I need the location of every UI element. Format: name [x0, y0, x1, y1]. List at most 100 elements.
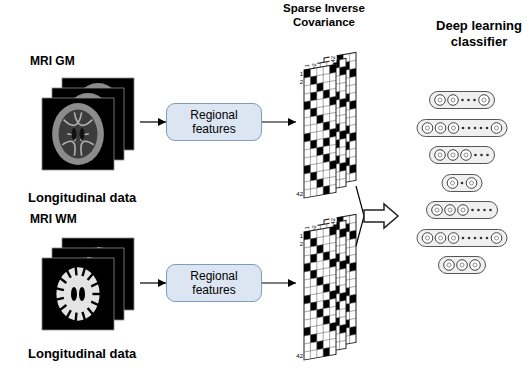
slice-background [42, 98, 114, 170]
matrix-cell [310, 172, 316, 181]
grid-line [304, 176, 336, 182]
matrix-cell [323, 283, 329, 292]
matrix-cell [304, 101, 310, 110]
matrix-cell [310, 334, 316, 343]
neuron [445, 205, 456, 216]
matrix-cell [323, 121, 329, 130]
grid-line [304, 120, 336, 126]
modality-label: MRI WM [28, 212, 140, 227]
ellipsis-dot [474, 237, 477, 240]
grid-line [304, 250, 336, 256]
matrix-cell [340, 130, 346, 139]
ventricle [72, 128, 77, 140]
matrix-cell [310, 302, 316, 311]
classifier-box: Deep learning classifier [398, 18, 530, 288]
grid-line [304, 184, 336, 190]
matrix-stack: Sparse Inverse Covariance12421242 [296, 2, 356, 200]
neuron-core [448, 208, 452, 212]
box-label: Regional features [171, 108, 257, 137]
matrix-cell [340, 162, 346, 171]
neuron-core [464, 153, 468, 157]
ellipsis-dot [486, 127, 489, 130]
ellipsis-dot [480, 237, 483, 240]
sulcus [54, 288, 64, 290]
neuron-core [451, 98, 455, 102]
ellipsis-dot [474, 154, 477, 157]
grid-line [304, 112, 336, 118]
gyrus [62, 141, 75, 155]
mri-stack: MRI GMLongitudinal data [28, 54, 140, 206]
matrix-cell [330, 96, 336, 105]
matrix-cell [323, 185, 329, 194]
grid-line [304, 282, 336, 288]
axis-number: 2 [310, 216, 317, 228]
connector [262, 282, 296, 283]
layer-pill [442, 175, 482, 192]
process-box: Regional features [166, 264, 262, 303]
network-layer [417, 230, 507, 247]
grid-line [304, 144, 336, 150]
matrix-cell [304, 263, 310, 272]
ellipsis-dot [468, 127, 471, 130]
axis-number: 42 [296, 191, 303, 198]
matrix-cell [310, 76, 316, 85]
matrix-cell [350, 164, 356, 173]
matrix-cell [310, 270, 316, 279]
process-box: Regional features [166, 103, 262, 142]
neuron-core [495, 236, 499, 240]
neuron-core [438, 153, 442, 157]
ellipsis-dot [462, 237, 465, 240]
matrix-cell [340, 324, 346, 333]
ellipsis-dot [471, 209, 474, 212]
neuron [479, 95, 490, 106]
neuron [491, 233, 502, 244]
neuron [432, 205, 443, 216]
grid-line [304, 338, 336, 344]
matrix-cell [323, 315, 329, 324]
mri-slice [42, 98, 114, 170]
neuron [435, 233, 446, 244]
matrix-cell [317, 115, 323, 124]
ellipsis-dot [461, 99, 464, 102]
matrix-cell [330, 160, 336, 169]
network-layer [442, 175, 482, 192]
grid-line [304, 346, 336, 352]
grid-line [304, 290, 336, 296]
matrix-cell [310, 92, 316, 101]
sulcus [66, 268, 71, 277]
network-layer [430, 147, 495, 164]
neuron-core [460, 263, 464, 267]
network-layer [439, 257, 486, 274]
hollow-arrow [364, 204, 398, 228]
grid-line [304, 242, 336, 248]
neuron [458, 205, 469, 216]
matrix-cell [304, 231, 310, 240]
sulcus [82, 312, 85, 322]
matrix-cell [317, 147, 323, 156]
matrix-cell [330, 128, 336, 137]
neuron [435, 95, 446, 106]
matrix-cell [323, 153, 329, 162]
connector [262, 121, 296, 122]
ellipsis-dot [486, 237, 489, 240]
grid-line [304, 96, 336, 102]
grid-line [304, 80, 336, 86]
neuron-core [461, 208, 465, 212]
sulcus [58, 277, 66, 283]
ventricle [79, 287, 85, 301]
matrix-cell [350, 68, 356, 77]
neuron [470, 260, 481, 271]
matrix-cell [340, 228, 346, 237]
neuron [444, 260, 455, 271]
axis-number: 42 [329, 51, 336, 63]
matrix-cell [330, 64, 336, 73]
data-label: Longitudinal data [28, 190, 136, 206]
neuron-core [451, 153, 455, 157]
matrix-cell [304, 69, 310, 78]
grid-line [304, 266, 336, 272]
matrix-cell [350, 262, 356, 271]
matrix-cell [323, 137, 329, 146]
sulcus [66, 310, 71, 319]
matrix-cell [330, 258, 336, 267]
axis-number: 42 [329, 213, 336, 225]
